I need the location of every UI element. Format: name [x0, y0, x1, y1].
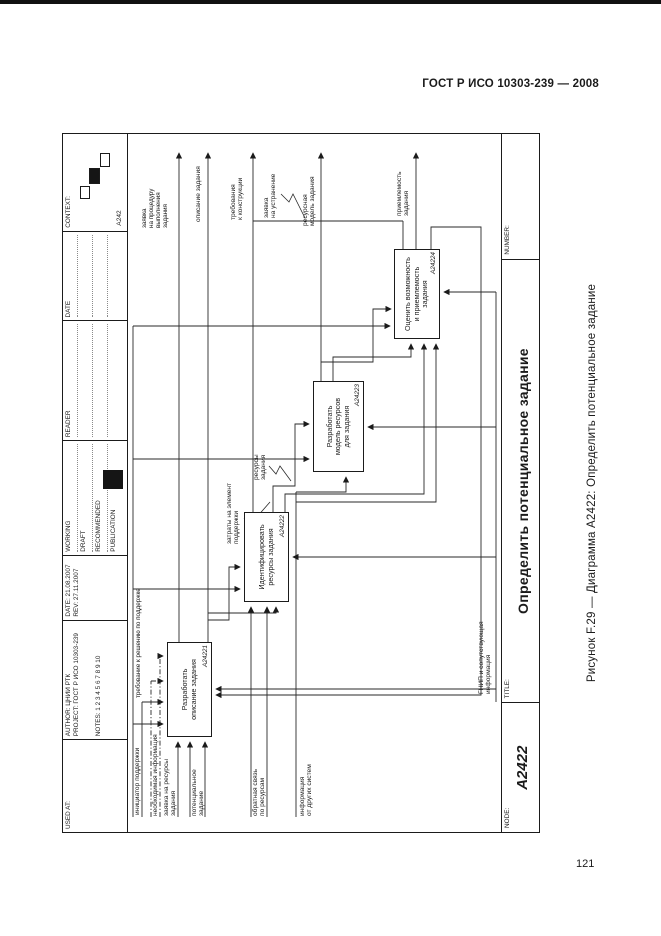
arrow-label-pnip-info: ГНИП и сопутствующая информация [478, 621, 493, 694]
scan-edge-artifact [0, 0, 661, 4]
arrow-label-potential-task: потенциальное задание [191, 769, 206, 816]
node-bar: NODE: A2422 TITLE: Определить потенциаль… [501, 134, 539, 832]
node-cell: NODE: A2422 [502, 702, 539, 832]
activity-code: A24221 [202, 645, 210, 668]
arrow-label-support-element-costs: затраты на элемент поддержки [226, 482, 241, 544]
arrow-label-resource-model: ресурсная модель задания [302, 176, 317, 226]
doc-header: ГОСТ Р ИСО 10303-239 — 2008 [422, 78, 599, 90]
arrow-label-task-description: описание задания [195, 166, 202, 222]
arrow-label-elimination-request: заявка на устранение [263, 173, 278, 218]
activity-code: A24223 [354, 384, 362, 407]
arrow-network [132, 152, 497, 817]
activity-code: A24222 [279, 515, 287, 538]
title-cell: TITLE: Определить потенциальное задание [502, 258, 539, 703]
activity-code: A24224 [430, 252, 438, 275]
arrow-label-resource-feedback: обратная связь по ресурсам [252, 768, 267, 816]
activity-box-a24222: Идентифицировать ресурсы задания A24222 [244, 512, 289, 602]
arrow-label-other-systems: информация от других систем [299, 764, 314, 816]
idef0-form: USED AT: AUTHOR: ЦНИИ РТК PROJECT: ГОСТ … [62, 133, 540, 833]
diagram-title: Определить потенциальное задание [515, 348, 531, 614]
page-number: 121 [576, 858, 595, 870]
arrow-label-task-exec-request: заявка на процедуру выполнения задания [141, 188, 170, 228]
node-value: A2422 [514, 745, 531, 790]
activity-label: Разработать модель ресурсов для задания [324, 397, 351, 456]
activity-box-a24221: Разработать описание задания A24221 [167, 642, 212, 737]
arrow-label-task-resources: ресурсы задания [253, 454, 268, 480]
arrow-label-necessary-info: необходимая информация [152, 734, 159, 816]
number-label: NUMBER: [504, 225, 511, 255]
node-label: NODE: [504, 807, 511, 828]
activity-label: Идентифицировать ресурсы задания [256, 524, 275, 590]
arrow-label-support-decision: требование к решению по поддержке [135, 588, 142, 698]
activity-label: Оценить возможность и приемлемость задан… [403, 257, 430, 331]
activity-label: Разработать описание задания [179, 659, 198, 720]
number-cell: NUMBER: [502, 134, 539, 259]
arrow-label-task-acceptability: приемлемость задания [396, 171, 411, 216]
arrow-label-design-requirements: требования к конструкции [230, 177, 245, 220]
activity-box-a24224: Оценить возможность и приемлемость задан… [394, 249, 440, 339]
arrow-label-initiator: инициатор поддержки [134, 747, 141, 815]
activity-box-a24223: Разработать модель ресурсов для задания … [313, 381, 364, 472]
arrow-label-resource-request: заявка на ресурсы задания [163, 759, 178, 816]
title-label: TITLE: [504, 679, 511, 699]
figure-caption: Рисунок F.29 — Диаграмма А2422: Определи… [586, 283, 598, 683]
